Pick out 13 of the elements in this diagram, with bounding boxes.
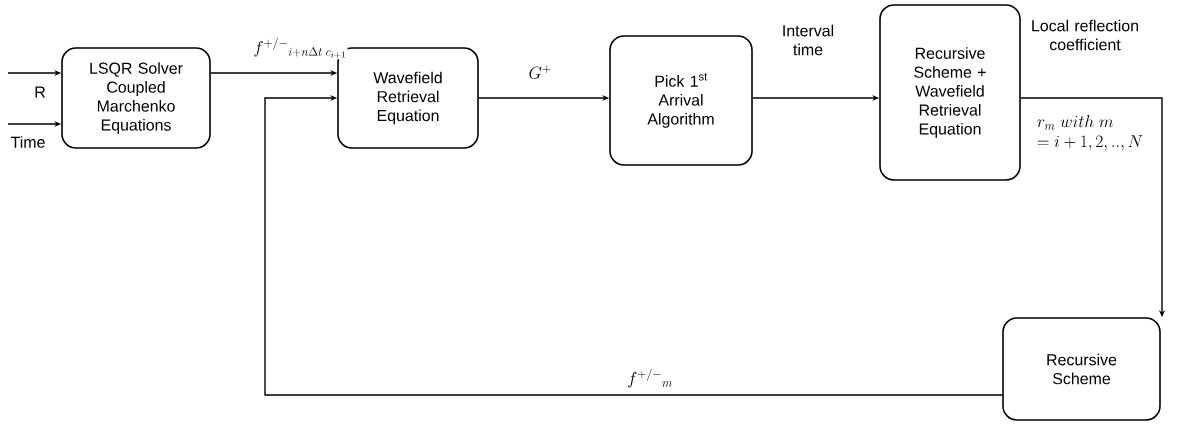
edge-label: R (33, 85, 47, 99)
edge-label: Local reflection coefficient (1024, 18, 1146, 52)
formula-label: $\begin{array}{l} r_m\; with\; m\\ = i+1,2,..,N\end{array}$ (1037, 115, 1143, 151)
edge-label: $G^{+}$ (527, 64, 553, 80)
arrow (264, 94, 1003, 396)
process-box: Pick 1$^{st}$ Arrival Algorithm (609, 35, 753, 166)
edge-label: Interval time (776, 23, 840, 57)
edge-label: $f^{+/-}{}_{i+n\Delta t\; c_{i+1}}$ (252, 36, 348, 60)
process-box: LSQR Solver Coupled Marchenko Equations (61, 47, 211, 149)
edge-label: Time (9, 135, 47, 149)
process-box: Recursive Scheme + Wavefield Retrieval Equation (879, 4, 1021, 181)
edge-label: $f^{+/-}{}_{m}$ (626, 367, 674, 389)
process-box: Recursive Scheme (1002, 317, 1161, 421)
